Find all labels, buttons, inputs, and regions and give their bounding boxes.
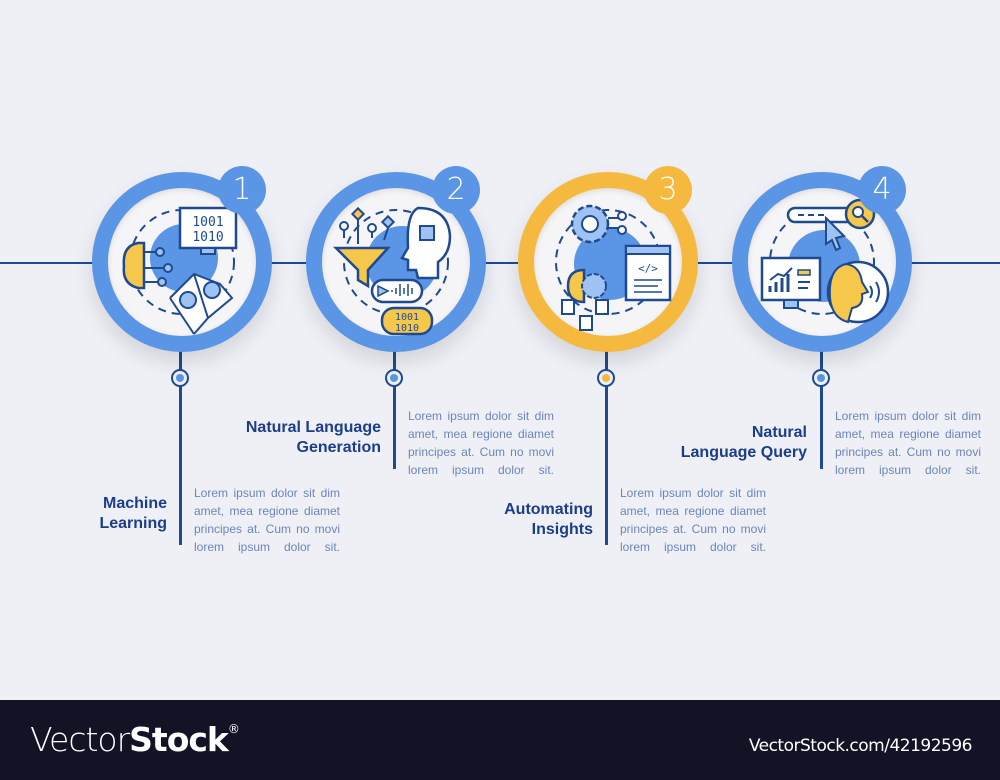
step-1-title: Machine Learning <box>99 495 167 532</box>
step-1-description: Lorem ipsum dolor sit dim amet, mea regi… <box>194 486 340 554</box>
language-generation-icon: 1001 1010 <box>332 206 452 336</box>
step-2-connector <box>393 345 396 469</box>
language-query-icon <box>760 198 890 324</box>
step-4-number-badge: 4 <box>858 166 906 214</box>
step-4-marker <box>812 369 830 387</box>
step-1-circle: 1001 1010 1 <box>92 166 272 352</box>
step-3-marker <box>597 369 615 387</box>
infographic-canvas: 1001 1010 1 Machine Learning Lorem ipsum… <box>0 166 1000 554</box>
step-3-description: Lorem ipsum dolor sit dim amet, mea regi… <box>620 486 766 554</box>
step-4-description: Lorem ipsum dolor sit dim amet, mea regi… <box>835 409 981 477</box>
step-3-number-badge: 3 <box>644 166 692 214</box>
step-2-title: Natural Language Generation <box>245 419 381 456</box>
vectorstock-logo: VectorStock® <box>30 720 240 759</box>
step-1-marker <box>171 369 189 387</box>
step-4-circle: 4 <box>732 166 912 352</box>
machine-learning-icon: 1001 1010 <box>122 206 238 335</box>
step-4-title: Natural Language Query <box>680 424 807 461</box>
step-3-circle: </> 3 <box>518 166 698 352</box>
svg-text:</>: </> <box>638 262 658 275</box>
svg-text:1010: 1010 <box>192 230 223 245</box>
footer-bar: VectorStock® VectorStock.com/42192596 <box>0 700 1000 780</box>
svg-text:1010: 1010 <box>395 323 419 334</box>
svg-text:1001: 1001 <box>395 312 419 323</box>
step-2-number-badge: 2 <box>432 166 480 214</box>
step-1-connector <box>179 345 182 545</box>
image-reference-id: VectorStock.com/42192596 <box>748 736 973 756</box>
step-1-number-badge: 1 <box>218 166 266 214</box>
step-3-title: Automating Insights <box>504 501 593 538</box>
step-2-description: Lorem ipsum dolor sit dim amet, mea regi… <box>408 409 554 477</box>
timeline-horizontal-line <box>0 262 1000 264</box>
step-3-connector <box>605 345 608 545</box>
svg-text:1001: 1001 <box>192 215 223 230</box>
step-4-connector <box>820 345 823 469</box>
step-2-circle: 1001 1010 2 <box>306 166 486 352</box>
step-2-marker <box>385 369 403 387</box>
automating-insights-icon: </> <box>555 204 672 331</box>
